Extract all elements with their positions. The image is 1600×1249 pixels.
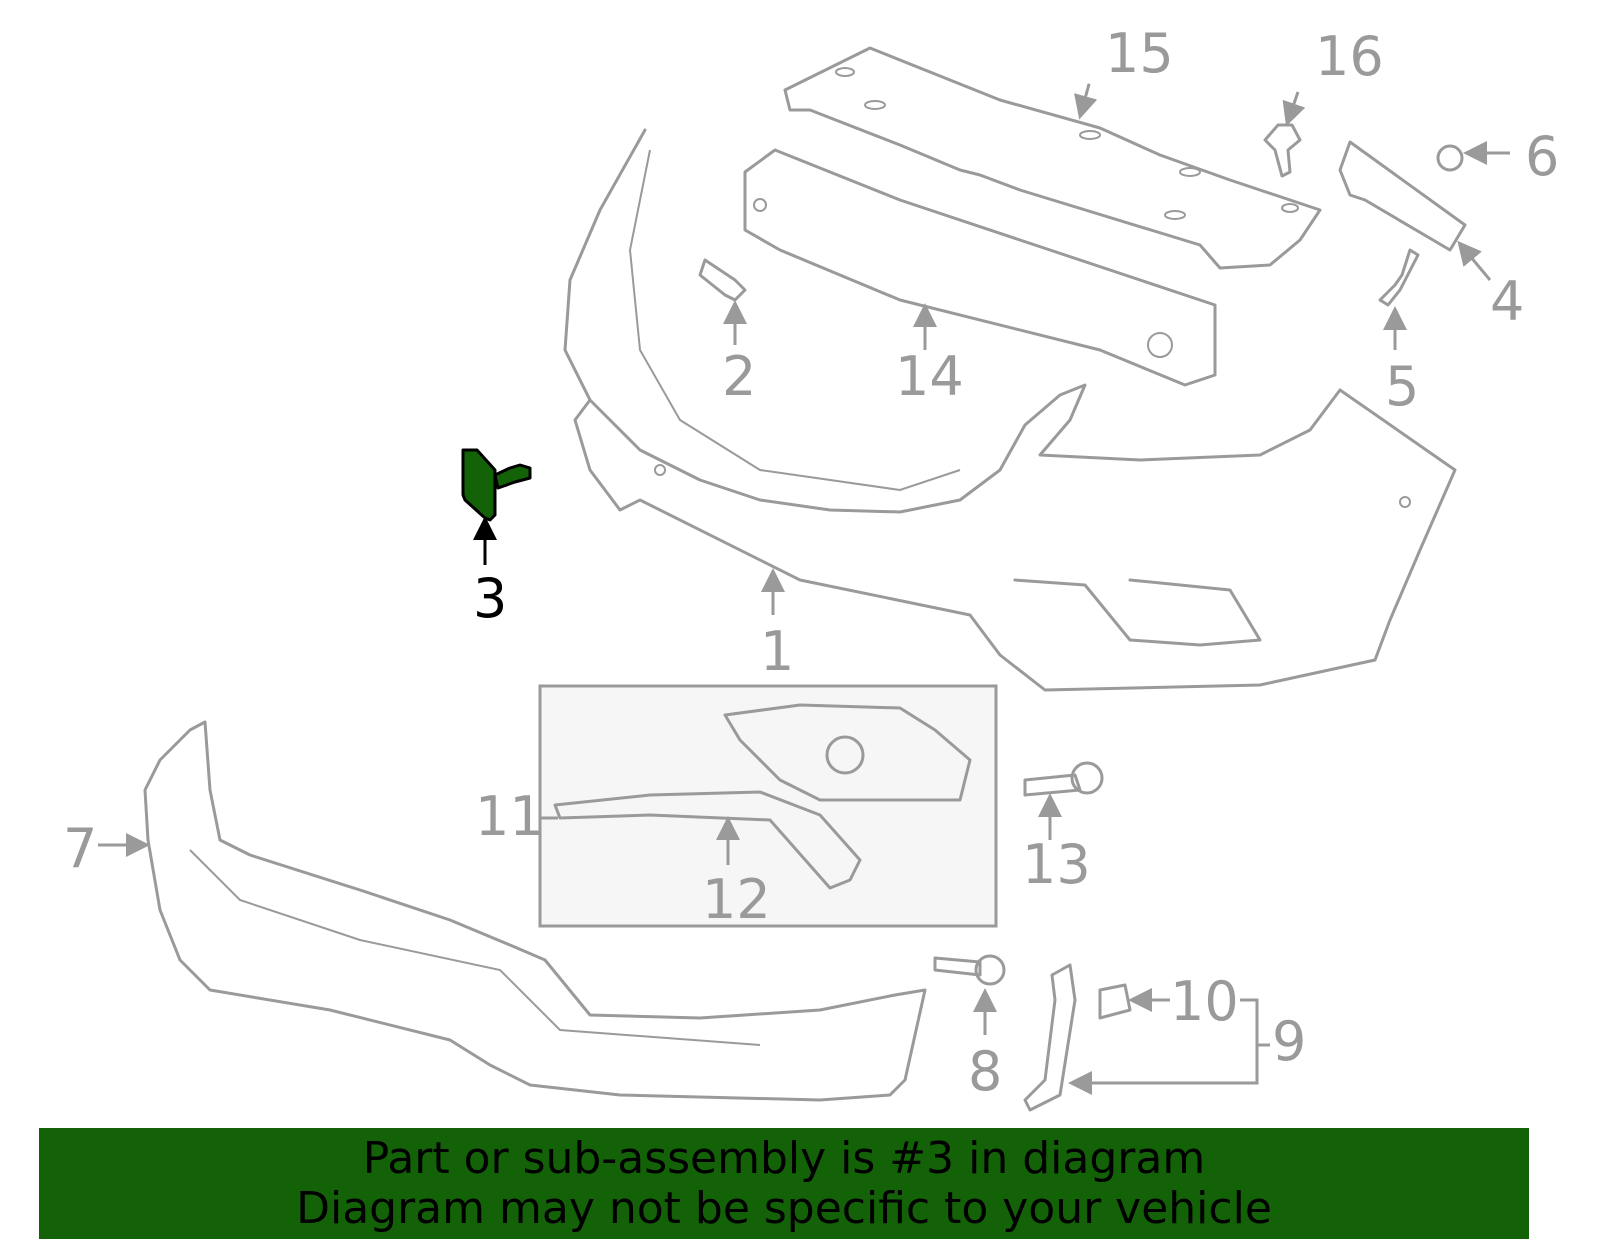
callout-arrows xyxy=(98,83,1510,1095)
callout-12[interactable]: 12 xyxy=(702,868,771,931)
part-4-bracket[interactable] xyxy=(1338,140,1467,252)
callout-3[interactable]: 3 xyxy=(473,567,507,630)
part-3-highlighted[interactable] xyxy=(461,448,532,522)
part-6-nut[interactable] xyxy=(1436,144,1464,172)
callout-2[interactable]: 2 xyxy=(722,345,756,408)
callout-4[interactable]: 4 xyxy=(1490,270,1524,333)
callout-9[interactable]: 9 xyxy=(1272,1010,1306,1073)
part-8-bolt[interactable] xyxy=(933,954,1006,986)
callout-1[interactable]: 1 xyxy=(760,620,794,683)
callout-6[interactable]: 6 xyxy=(1525,125,1559,188)
part-12-molding[interactable] xyxy=(553,790,862,890)
notice-line-1: Part or sub-assembly is #3 in diagram xyxy=(362,1133,1206,1184)
callout-7[interactable]: 7 xyxy=(63,817,97,880)
part-2-bolt[interactable] xyxy=(698,258,747,302)
diagram-notice-banner: Part or sub-assembly is #3 in diagram Di… xyxy=(39,1128,1529,1239)
part-14-energy-absorber[interactable] xyxy=(743,148,1217,387)
part-7-lower-cover[interactable] xyxy=(143,720,927,1102)
part-16-push-pin[interactable] xyxy=(1263,123,1302,178)
callout-15[interactable]: 15 xyxy=(1105,22,1174,85)
part-15-upper-support[interactable] xyxy=(783,46,1322,270)
callout-11[interactable]: 11 xyxy=(475,785,544,848)
callout-16[interactable]: 16 xyxy=(1315,25,1384,88)
callout-8[interactable]: 8 xyxy=(968,1040,1002,1103)
part-1-bumper-cover[interactable] xyxy=(563,128,1457,692)
part-5-bolt[interactable] xyxy=(1378,248,1420,307)
callout-5[interactable]: 5 xyxy=(1385,355,1419,418)
callout-13[interactable]: 13 xyxy=(1022,833,1091,896)
callout-14[interactable]: 14 xyxy=(895,345,964,408)
part-10-clip[interactable] xyxy=(1098,983,1132,1020)
callout-10[interactable]: 10 xyxy=(1170,970,1239,1033)
part-11-fog-bezel[interactable] xyxy=(723,703,972,802)
part-11-group-box xyxy=(538,684,998,928)
notice-line-2: Diagram may not be specific to your vehi… xyxy=(296,1183,1272,1234)
part-9-bracket[interactable] xyxy=(1023,963,1077,1112)
part-13-bolt[interactable] xyxy=(1023,761,1104,797)
